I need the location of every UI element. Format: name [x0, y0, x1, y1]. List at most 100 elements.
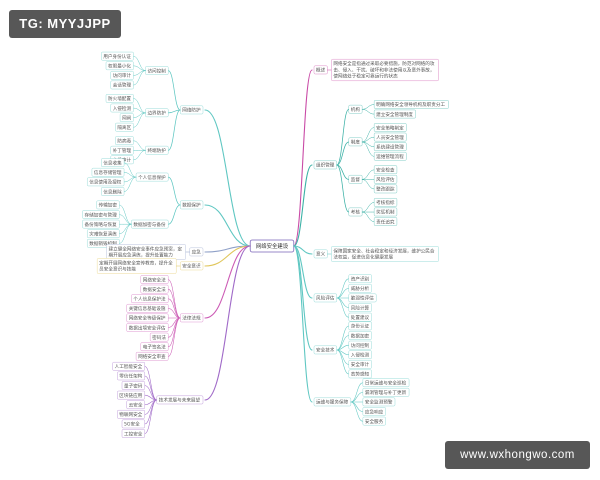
branch-2-label: 应急 — [192, 249, 202, 256]
branch-0-group-2-leaf-box — [115, 136, 134, 145]
watermark-telegram: TG: MYYJJPP — [9, 10, 121, 38]
branch-0-group-2-leaf-link — [133, 150, 146, 161]
branch-1-group-0-leaf-box — [101, 158, 125, 167]
branch-7-group-2-leaf: 风险评估 — [376, 176, 395, 183]
branch-0-group-1-leaf-box — [110, 103, 134, 113]
branch-4-group-0-leaf-link — [167, 317, 181, 357]
branch-11-group-0-leaf-link — [350, 382, 364, 403]
branch-7-group-0-leaf: 建立安全管理制度 — [376, 111, 413, 118]
branch-1-group-1-leaf: 灾难恢复演练 — [89, 231, 117, 238]
branch-4-group-0-leaf-box — [126, 303, 169, 313]
branch-0-group-1-leaf: 入侵检测 — [113, 105, 132, 112]
branch-7-group-2-label: 监督 — [351, 176, 361, 183]
branch-7-group-1-leaf-link — [361, 136, 375, 143]
branch-10-group-0-leaf: 入侵检测 — [351, 352, 370, 359]
branch-10-group-0-leaf-link — [336, 325, 350, 351]
branch-7-label: 组织管理 — [316, 162, 335, 169]
branch-9-group-0-leaf-link — [336, 278, 350, 299]
branch-1-group-1-leaf: 传输加密 — [99, 202, 118, 209]
branch-1-group-1-leaf-box — [87, 229, 120, 239]
branch-0-group-0-leaf-box — [110, 71, 134, 80]
root-node: 网络安全建设 — [256, 242, 289, 250]
branch-4-group-0-leaf-link — [167, 308, 181, 319]
branch-7-group-0-leaf-link — [361, 109, 375, 115]
branch-0-group-0-leaf: 会话管理 — [113, 82, 132, 89]
branch-3-note-line: 员安全意识与技能 — [99, 266, 136, 273]
branch-11-label: 运维与服务保障 — [316, 399, 349, 406]
branch-1-group-0-leaf-link — [123, 172, 137, 178]
branch-5-group-0-leaf-box — [117, 390, 145, 400]
branch-6-link — [293, 69, 313, 247]
branch-4-group-0-leaf: 电子签名法 — [143, 344, 166, 351]
branch-4-group-0-leaf-link — [167, 317, 181, 338]
branch-4-group-0-leaf-box — [149, 332, 169, 342]
branch-4-group-0-leaf-box — [140, 342, 169, 352]
branch-1-link — [204, 204, 251, 247]
branch-11-group-0-leaf-box — [362, 416, 386, 426]
branch-0-group-0-link — [167, 70, 181, 111]
branch-3-note-box — [96, 258, 177, 274]
branch-1-label: 数据保护 — [182, 202, 201, 209]
branch-11-group-0-leaf-box — [362, 378, 410, 388]
branch-7-group-3-leaf: 奖惩机制 — [376, 209, 395, 216]
branch-7-group-3-leaf: 责任追究 — [376, 218, 395, 225]
branch-1-group-1-link — [167, 204, 181, 225]
branch-0-group-2-leaf: 补丁管理 — [113, 147, 132, 154]
branch-9-group-0-leaf: 威胁分析 — [351, 285, 370, 292]
branch-4-group-0-leaf-link — [167, 298, 181, 319]
branch-10-group-0-leaf-box — [348, 340, 372, 350]
branch-5-group-0-leaf: 5G安全 — [124, 421, 140, 428]
branch-11-group-0-leaf-link — [350, 392, 364, 403]
branch-5-group-0-leaf-box — [121, 381, 145, 390]
branch-9-group-0-leaf: 处置建议 — [351, 314, 370, 321]
branch-0-group-1-link — [167, 109, 181, 114]
branch-4-group-0-leaf: 网络安全等级保护 — [129, 315, 166, 322]
branch-11-group-0-leaf: 安全监测预警 — [365, 399, 393, 406]
branch-10-group-0-leaf: 访问控制 — [351, 342, 370, 349]
branch-9-group-0-leaf-box — [348, 303, 372, 312]
branch-7-group-1-label: 制度 — [351, 139, 361, 146]
branch-1-group-0-leaf: 信息存储管理 — [94, 169, 122, 176]
branch-1-group-0-link — [167, 176, 181, 206]
branch-7-group-0-leaf: 明确网络安全领导机构及职责分工 — [376, 101, 445, 108]
branch-0-group-1-leaf: 隔离区 — [117, 124, 131, 131]
branch-3-link — [204, 245, 251, 267]
branch-10-link — [293, 245, 313, 351]
branch-0-group-2-leaf-box — [110, 145, 134, 155]
branch-9-group-0-leaf-box — [348, 312, 372, 322]
branch-1-group-1-leaf-box — [82, 210, 120, 219]
branch-1-group-1-leaf-link — [119, 214, 132, 225]
branch-0-group-1-leaf-box — [119, 113, 134, 122]
branch-4-group-0-leaf: 个人信息保护法 — [133, 296, 166, 303]
branch-7-group-3-leaf-link — [361, 202, 375, 213]
branch-7-group-3-leaf-box — [373, 207, 398, 217]
branch-1-group-1-leaf-box — [96, 200, 120, 210]
branch-11-link — [293, 245, 313, 403]
branch-0-group-0-leaf-box — [101, 51, 134, 61]
branch-2-note-line: 期开展应急演练，提升处置能力 — [109, 252, 174, 259]
branch-4-group-0-leaf-box — [126, 323, 169, 332]
branch-4-group-0-leaf: 关键信息基础设施 — [129, 305, 166, 312]
branch-9-group-0-leaf-link — [336, 297, 350, 308]
branch-0-group-0-leaf-box — [105, 61, 134, 71]
branch-5-group-0-leaf: 云安全 — [129, 402, 143, 409]
branch-0-group-0-leaf: 访问审计 — [113, 72, 132, 79]
branch-9-group-0-leaf-box — [348, 293, 377, 303]
branch-7-group-2-leaf-box — [373, 184, 398, 194]
branch-8-note-line: 保障国家安全、社会稳定和经济发展，维护公民合 — [333, 247, 434, 254]
branch-7-group-2-leaf: 整改跟踪 — [376, 186, 395, 193]
branch-7-group-2-leaf-box — [373, 165, 398, 175]
branch-9-group-0-leaf-box — [348, 274, 372, 284]
branch-11-group-0-leaf-link — [350, 401, 364, 412]
branch-4-group-0-leaf: 数据安全法 — [143, 286, 166, 293]
branch-5-group-0-leaf-link — [144, 366, 158, 401]
branch-0-group-1-label: 边界防护 — [147, 110, 166, 117]
branch-7-link — [293, 164, 313, 247]
watermark-site: www.wxhongwo.com — [445, 441, 590, 469]
branch-0-group-1-leaf-box — [105, 94, 134, 103]
branch-4-group-0-leaf: 密码法 — [152, 334, 166, 341]
branch-4-label: 法律法规 — [182, 315, 201, 322]
branch-7-group-0-label: 机构 — [351, 106, 361, 113]
branch-1-group-0-leaf-box — [91, 167, 125, 177]
